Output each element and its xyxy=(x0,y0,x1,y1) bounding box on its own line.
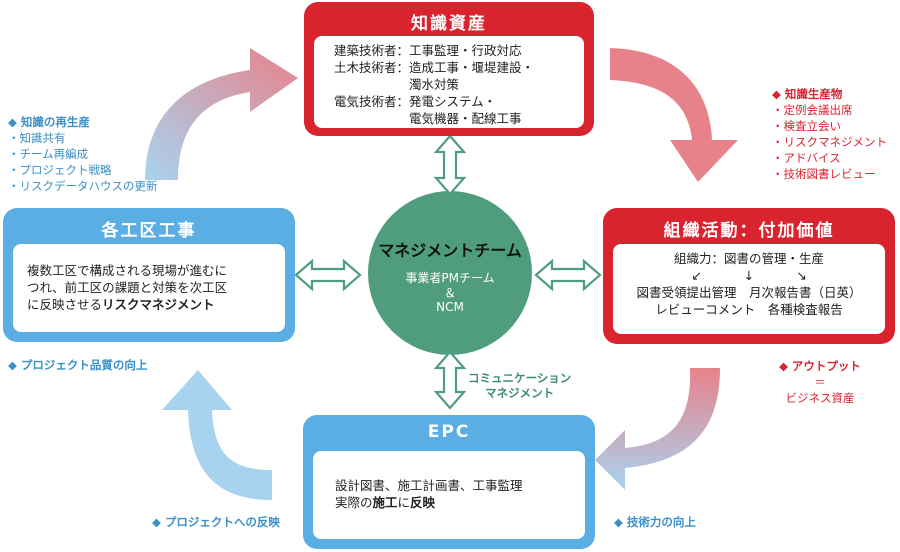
products-head: ◆ 知識生産物 xyxy=(772,87,843,101)
arrow-down-right-icon: ↘ xyxy=(796,268,807,283)
knowledge-line-3: 濁水対策 xyxy=(334,77,460,92)
knowledge-line-2: 土木技術者：造成工事・堰堤建設・ xyxy=(334,60,535,75)
regen-item-2: ・チーム再編成 xyxy=(8,147,89,161)
double-arrows xyxy=(294,134,602,410)
epc-box: EPC 設計図書、施工計画書、工事監理 実際の施工に反映 xyxy=(303,415,595,549)
org-arrows: ↙ ↓ ↘ xyxy=(613,267,885,284)
comm-label-2: マネジメント xyxy=(485,386,555,400)
org-line-3: レビューコメント 各種検査報告 xyxy=(655,302,843,317)
epc-line-2-b: 施工 xyxy=(372,495,398,510)
regen-item-1: ・知識共有 xyxy=(8,131,66,145)
annotation-quality: ◆ プロジェクト品質の向上 xyxy=(8,358,148,372)
comm-label-1: コミュニケーション xyxy=(468,371,572,385)
output-head: ◆ アウトプット xyxy=(779,359,861,373)
comm-management-label: コミュニケーション マネジメント xyxy=(468,371,571,401)
management-team-title: マネジメントチーム xyxy=(378,241,522,260)
curved-arrow-output xyxy=(595,368,720,490)
epc-line-1: 設計図書、施工計画書、工事監理 xyxy=(335,478,523,493)
regen-item-3: ・プロジェクト戦略 xyxy=(8,163,112,177)
management-team-sub1: 事業者PMチーム xyxy=(405,271,495,285)
site-line-3-plain: に反映させる xyxy=(27,297,103,312)
curved-arrow-regen xyxy=(145,48,298,180)
regen-item-4: ・リスクデータハウスの更新 xyxy=(8,179,158,193)
output-value: ビジネス資産 xyxy=(785,391,855,405)
org-line-2: 図書受領提出管理 月次報告書（日英） xyxy=(636,285,862,300)
knowledge-line-5: 電気機器・配線工事 xyxy=(334,111,522,126)
each-site-title: 各工区工事 xyxy=(101,221,197,241)
annotation-tech: ◆ 技術力の向上 xyxy=(614,515,696,529)
each-site-box: 各工区工事 複数工区で構成される現場が進むに つれ、前工区の課題と対策を次工区 … xyxy=(3,208,295,342)
annotation-regen: ◆ 知識の再生産 ・知識共有 ・チーム再編成 ・プロジェクト戦略 ・リスクデータ… xyxy=(8,114,158,194)
org-activity-box: 組織活動：付加価値 組織力：図書の管理・生産 ↙ ↓ ↘ 図書受領提出管理 月次… xyxy=(603,208,895,344)
annotation-products: ◆ 知識生産物 ・定例会議出席 ・検査立会い ・リスクマネジメント ・アドバイス… xyxy=(772,86,887,182)
knowledge-assets-inner: 建築技術者：工事監理・行政対応 土木技術者：造成工事・堰堤建設・ 濁水対策 電気… xyxy=(314,36,584,128)
management-circle xyxy=(368,191,532,355)
curved-arrow-feedback xyxy=(162,370,272,500)
knowledge-line-1: 建築技術者：工事監理・行政対応 xyxy=(334,43,522,58)
curved-arrow-products xyxy=(610,48,738,182)
arrow-down-left-icon: ↙ xyxy=(691,268,702,283)
output-eq: ＝ xyxy=(814,375,826,389)
epc-line-2-c: に xyxy=(397,495,411,510)
management-team-sub2: ＆ xyxy=(443,286,456,300)
org-line-1: 組織力：図書の管理・生産 xyxy=(673,251,824,266)
each-site-inner: 複数工区で構成される現場が進むに つれ、前工区の課題と対策を次工区 に反映させる… xyxy=(13,244,285,332)
arrow-down-icon: ↓ xyxy=(743,268,755,283)
epc-line-2: 実際の施工に反映 xyxy=(335,494,585,511)
annotation-feedback: ◆ プロジェクトへの反映 xyxy=(152,515,280,529)
epc-inner: 設計図書、施工計画書、工事監理 実際の施工に反映 xyxy=(313,451,585,539)
site-line-2: つれ、前工区の課題と対策を次工区 xyxy=(27,280,228,295)
org-activity-inner: 組織力：図書の管理・生産 ↙ ↓ ↘ 図書受領提出管理 月次報告書（日英） レビ… xyxy=(613,244,885,334)
management-team-label: マネジメントチーム 事業者PMチーム ＆ NCM xyxy=(360,237,540,314)
epc-line-2-a: 実際の xyxy=(335,495,373,510)
products-item-5: ・技術図書レビュー xyxy=(772,167,876,181)
site-line-3-bold: リスクマネジメント xyxy=(102,297,215,312)
knowledge-assets-title: 知識資産 xyxy=(411,14,487,34)
site-line-1: 複数工区で構成される現場が進むに xyxy=(27,263,228,278)
annotation-output: ◆ アウトプット ＝ ビジネス資産 xyxy=(770,358,870,406)
knowledge-line-4: 電気技術者：発電システム・ xyxy=(334,94,497,109)
site-line-3: に反映させるリスクマネジメント xyxy=(27,296,285,313)
products-item-2: ・検査立会い xyxy=(772,119,841,133)
epc-line-2-d: 反映 xyxy=(410,495,436,510)
regen-head: ◆ 知識の再生産 xyxy=(8,115,90,129)
products-item-1: ・定例会議出席 xyxy=(772,103,853,117)
knowledge-assets-box: 知識資産 建築技術者：工事監理・行政対応 土木技術者：造成工事・堰堤建設・ 濁水… xyxy=(304,2,594,136)
products-item-4: ・アドバイス xyxy=(772,151,841,165)
org-activity-title: 組織活動：付加価値 xyxy=(663,221,835,241)
management-team-sub3: NCM xyxy=(436,300,464,314)
products-item-3: ・リスクマネジメント xyxy=(772,135,887,149)
epc-title: EPC xyxy=(427,422,471,442)
